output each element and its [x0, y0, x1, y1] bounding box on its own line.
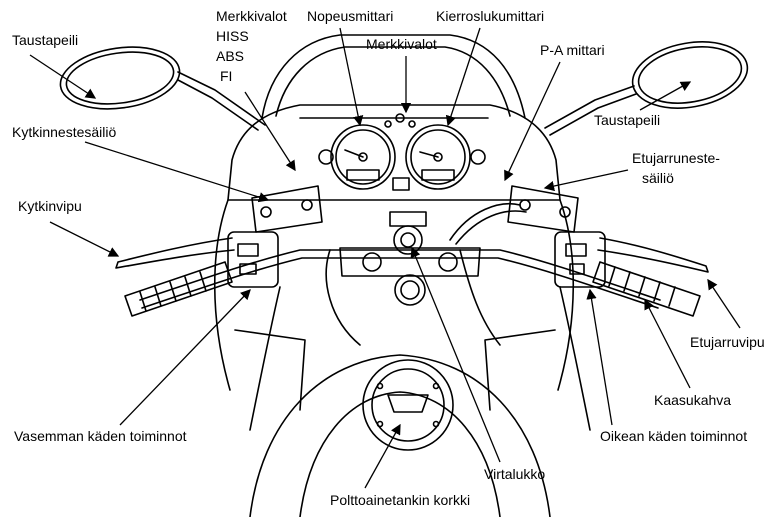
callout-tachometer — [448, 28, 480, 125]
callout-fuel-cap — [365, 425, 400, 488]
label-ignition: Virtalukko — [484, 466, 545, 482]
label-left-controls: Vasemman käden toiminnot — [14, 428, 187, 444]
label-brake-lever: Etujarruvipu — [690, 334, 765, 350]
label-clutch-reservoir: Kytkinnestesäiliö — [12, 124, 116, 140]
ignition-switch — [390, 212, 426, 254]
label-mirror-right: Taustapeili — [594, 112, 660, 128]
left-switch-housing — [228, 232, 278, 287]
label-indicator-lights-2: Merkkivalot — [366, 36, 437, 52]
label-mirror-left: Taustapeili — [12, 32, 78, 48]
callout-clutch-lever — [50, 222, 118, 256]
callout-pa-gauge — [505, 62, 560, 180]
label-brake-reservoir-line1: Etujarruneste- — [632, 150, 720, 166]
callout-left-controls — [120, 290, 250, 425]
label-right-controls: Oikean käden toiminnot — [600, 428, 747, 444]
label-clutch-lever: Kytkinvipu — [18, 198, 82, 214]
label-brake-reservoir-line2: säiliö — [642, 170, 674, 186]
label-pa-gauge: P-A mittari — [540, 42, 605, 58]
callout-speedometer — [340, 28, 360, 125]
callout-brake-lever — [708, 280, 740, 328]
label-fi: FI — [220, 68, 232, 84]
tachometer-gauge — [406, 125, 470, 189]
label-speedometer: Nopeusmittari — [307, 8, 393, 24]
label-tachometer: Kierroslukumittari — [436, 8, 544, 24]
label-throttle: Kaasukahva — [654, 392, 731, 408]
label-fuel-cap: Polttoainetankin korkki — [330, 492, 470, 508]
right-grip — [593, 262, 700, 316]
label-hiss: HISS — [216, 28, 249, 44]
callout-clutch-reservoir — [85, 142, 268, 200]
clutch-reservoir — [252, 186, 322, 232]
callout-right-controls — [590, 290, 612, 425]
speedometer-gauge — [331, 125, 395, 189]
callout-indicator-hiss-abs-fi — [245, 92, 295, 170]
label-abs: ABS — [216, 48, 244, 64]
label-indicator-lights-1: Merkkivalot — [216, 8, 287, 24]
